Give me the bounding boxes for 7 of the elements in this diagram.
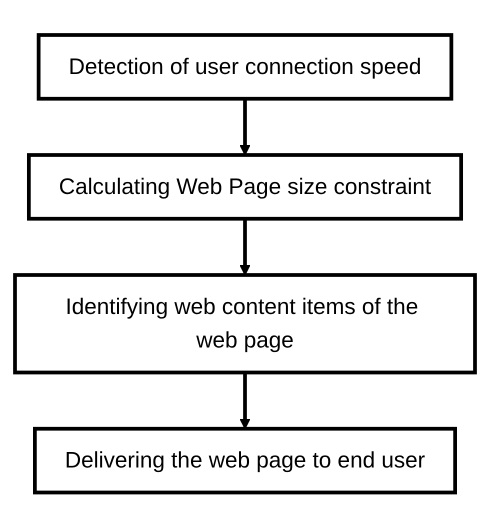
node-box: Detection of user connection speed	[36, 33, 454, 101]
arrow	[240, 372, 250, 430]
arrow	[240, 99, 250, 156]
node-box: Delivering the web page to end user	[33, 427, 457, 495]
arrow	[240, 219, 250, 276]
node-box: Identifying web content items of the web page	[13, 273, 477, 375]
node-box: Calculating Web Page size constraint	[26, 153, 464, 221]
